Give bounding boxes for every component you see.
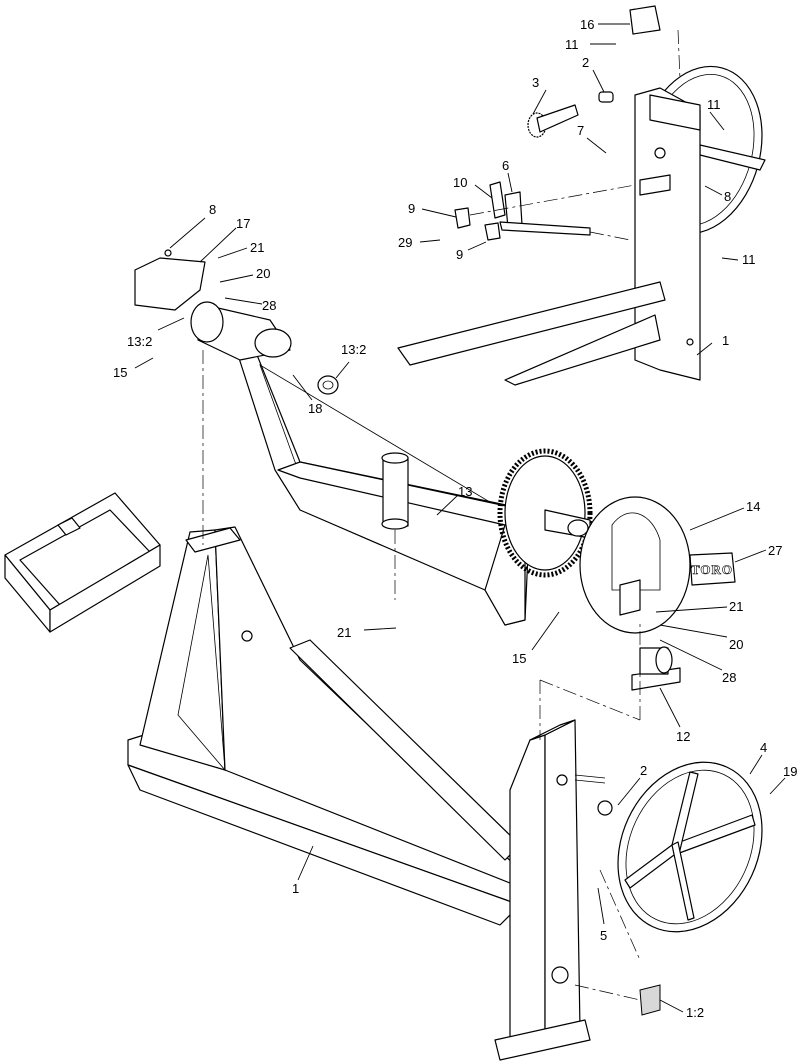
callout-19: 19	[783, 764, 797, 779]
callout-17: 17	[236, 216, 250, 231]
callout-13: 13	[458, 484, 472, 499]
callout-28: 28	[262, 298, 276, 313]
callout-15: 15	[512, 651, 526, 666]
base-frame	[4, 492, 606, 1061]
callout-20: 20	[729, 637, 743, 652]
callout-11: 11	[707, 97, 721, 112]
callout-8: 8	[724, 189, 731, 204]
callout-13-2: 13:2	[127, 334, 152, 349]
upper-stand	[397, 65, 766, 386]
callout-1: 1	[722, 333, 729, 348]
callout-7: 7	[577, 123, 584, 138]
lever-assembly	[454, 181, 591, 241]
callout-15: 15	[113, 365, 127, 380]
callout-2: 2	[640, 763, 647, 778]
callout-numbers: 16 11 2 3 11 7 8 6 10 9 29 9 11 1 8 17 2…	[113, 17, 797, 1020]
callout-11: 11	[742, 252, 756, 267]
bearing-18	[317, 375, 339, 395]
callout-21: 21	[729, 599, 743, 614]
pillow-block	[631, 646, 681, 691]
callout-21: 21	[250, 240, 264, 255]
callout-10: 10	[453, 175, 467, 190]
toro-logo-text: TORO	[691, 562, 733, 577]
callout-14: 14	[746, 499, 760, 514]
callout-5: 5	[600, 928, 607, 943]
callout-9: 9	[408, 201, 415, 216]
callout-8: 8	[209, 202, 216, 217]
callout-4: 4	[760, 740, 767, 755]
callout-1: 1	[292, 881, 299, 896]
plate-1-2	[639, 984, 661, 1016]
callout-20: 20	[256, 266, 270, 281]
assembly-lines	[202, 29, 681, 1001]
callout-3: 3	[532, 75, 539, 90]
plate-17	[134, 249, 206, 311]
pinion-gear	[527, 104, 579, 138]
callout-1-2: 1:2	[686, 1005, 704, 1020]
callout-16: 16	[580, 17, 594, 32]
callout-18: 18	[308, 401, 322, 416]
callout-28: 28	[722, 670, 736, 685]
guard-disc	[579, 496, 691, 634]
callout-13-2: 13:2	[341, 342, 366, 357]
callout-21: 21	[337, 625, 351, 640]
spacer-top	[598, 91, 614, 103]
toro-decal: TORO	[689, 552, 736, 586]
callout-29: 29	[398, 235, 412, 250]
callout-11: 11	[565, 37, 579, 52]
callout-leaders	[134, 23, 786, 1013]
callout-6: 6	[502, 158, 509, 173]
callout-12: 12	[676, 729, 690, 744]
callout-27: 27	[768, 543, 782, 558]
callout-2: 2	[582, 55, 589, 70]
handwheel-lower	[597, 761, 763, 933]
bracket-16	[629, 5, 661, 35]
cradle-arm	[190, 301, 531, 626]
callout-9: 9	[456, 247, 463, 262]
ring-gear	[497, 448, 593, 578]
